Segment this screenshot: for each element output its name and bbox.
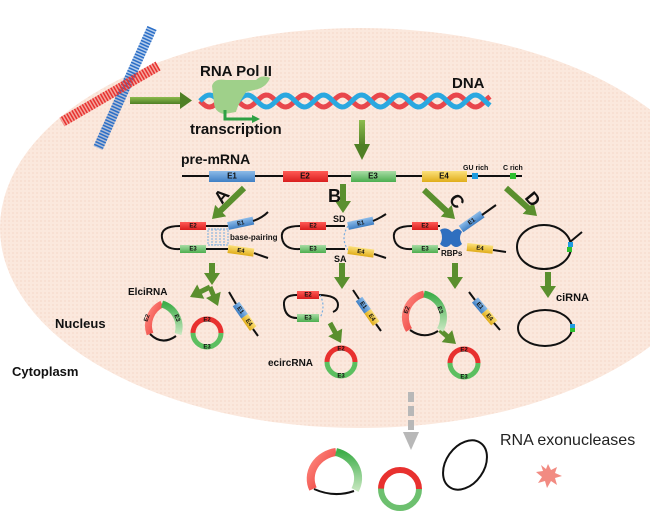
exon-e2	[283, 171, 328, 182]
elcirna-label: ElciRNA	[128, 287, 167, 298]
c-rich-label: C rich	[503, 165, 523, 172]
ecircrna-label: ecircRNA	[268, 358, 313, 369]
svg-text:E2: E2	[403, 305, 411, 315]
rbp-icon	[440, 228, 462, 247]
svg-text:E2: E2	[460, 348, 468, 354]
arrow-pathway-d	[504, 185, 537, 216]
rna-pol-label: RNA Pol II	[200, 63, 272, 80]
svg-text:E1: E1	[357, 220, 366, 228]
svg-text:E1: E1	[358, 301, 368, 311]
gu-rich-label: GU rich	[463, 165, 488, 172]
svg-text:E1: E1	[237, 220, 246, 228]
dna-helix-icon	[198, 92, 492, 110]
svg-text:E2: E2	[421, 224, 429, 230]
pre-mrna-strand: E1 E2 E3 E4	[182, 171, 522, 182]
transcription-arrow	[223, 110, 260, 123]
arrow-c-to-ecircrna	[438, 328, 456, 344]
svg-text:E4: E4	[244, 318, 254, 328]
cytoplasm-label: Cytoplasm	[12, 364, 78, 379]
svg-text:E4: E4	[439, 172, 449, 181]
sd-label: SD	[333, 214, 346, 224]
pathway-b-label: B	[328, 186, 341, 206]
exon-e3	[351, 171, 396, 182]
svg-text:E4: E4	[357, 249, 366, 256]
svg-text:E2: E2	[300, 172, 310, 181]
elcirna-like-circle-c: E2 E3	[401, 290, 447, 337]
elcirna-circle-large: E2 E3	[143, 300, 183, 342]
svg-text:E3: E3	[189, 247, 197, 253]
dna-strand	[198, 92, 492, 110]
arrow-d-down	[540, 272, 556, 298]
rbps-label: RBPs	[441, 249, 463, 258]
arrow-to-premrna	[354, 120, 370, 160]
arrow-to-dna	[130, 92, 192, 109]
arrow-a-left	[190, 284, 212, 299]
intermediate-c: E2 E3 E1 E4	[392, 204, 507, 254]
svg-text:E3: E3	[337, 374, 345, 380]
base-pairing-label: base-pairing	[230, 233, 278, 242]
nucleus-label: Nucleus	[55, 316, 106, 331]
arrow-b-down	[334, 263, 350, 289]
svg-text:E1: E1	[475, 301, 485, 311]
cytoplasm-ecircrna	[378, 467, 422, 511]
arrow-pathway-a	[212, 185, 247, 219]
svg-text:E2: E2	[304, 293, 312, 299]
svg-text:E4: E4	[367, 313, 377, 323]
svg-text:E2: E2	[189, 224, 197, 230]
svg-text:E3: E3	[421, 247, 429, 253]
arrow-c-down	[447, 263, 463, 289]
intermediate-d	[516, 224, 583, 270]
exonucleases-label: RNA exonucleases	[500, 432, 635, 449]
elcirna-circle-small: E2 E3	[190, 316, 224, 351]
svg-text:E3: E3	[460, 375, 468, 381]
gu-rich-site	[472, 173, 478, 179]
svg-text:E4: E4	[476, 246, 485, 253]
dna-label: DNA	[452, 75, 485, 92]
dna-strand	[198, 92, 492, 110]
ecircrna-circle-b: E2 E3	[324, 345, 358, 380]
chromosome-icon	[59, 25, 161, 151]
ecircrna-circle-c: E2 E3	[447, 346, 481, 381]
svg-text:E3: E3	[435, 306, 443, 316]
exon-e1	[209, 171, 255, 182]
cytoplasm-cirna	[442, 439, 488, 491]
svg-text:E3: E3	[203, 345, 211, 351]
arrow-a-right	[206, 286, 221, 306]
svg-text:E3: E3	[304, 316, 312, 322]
c-rich-site	[510, 173, 516, 179]
intermediate-a: E2 E3 E1 E4	[160, 211, 269, 259]
arrow-b-to-ecircrna	[327, 321, 343, 343]
svg-text:E2: E2	[203, 318, 211, 324]
arrow-pathway-c	[422, 187, 455, 219]
svg-text:E3: E3	[309, 247, 317, 253]
exon-e4	[422, 171, 467, 182]
svg-text:E1: E1	[467, 217, 477, 227]
arrow-a-down	[204, 263, 220, 285]
svg-text:E4: E4	[484, 313, 494, 323]
transcription-label: transcription	[190, 121, 282, 138]
svg-text:E1: E1	[227, 172, 237, 181]
intron-retained-intermediate-b: E2 E3	[282, 291, 340, 322]
svg-text:E4: E4	[237, 248, 246, 255]
svg-text:E2: E2	[143, 313, 151, 323]
svg-text:E2: E2	[337, 347, 345, 353]
pre-mrna-label: pre-mRNA	[181, 151, 250, 167]
arrow-pathway-b	[335, 184, 351, 213]
export-arrow	[403, 392, 419, 450]
cirna-circle	[517, 309, 575, 347]
cytoplasm-elcirna	[306, 448, 363, 495]
cirna-label: ciRNA	[556, 292, 589, 304]
svg-text:E3: E3	[172, 314, 180, 324]
svg-text:E2: E2	[309, 224, 317, 230]
rna-polymerase-icon	[212, 76, 270, 114]
intermediate-b: E2 E3 E1 E4	[280, 213, 387, 259]
svg-text:E1: E1	[235, 306, 245, 316]
svg-text:E3: E3	[368, 172, 378, 181]
sa-label: SA	[334, 254, 347, 264]
exonuclease-icon	[536, 464, 562, 488]
